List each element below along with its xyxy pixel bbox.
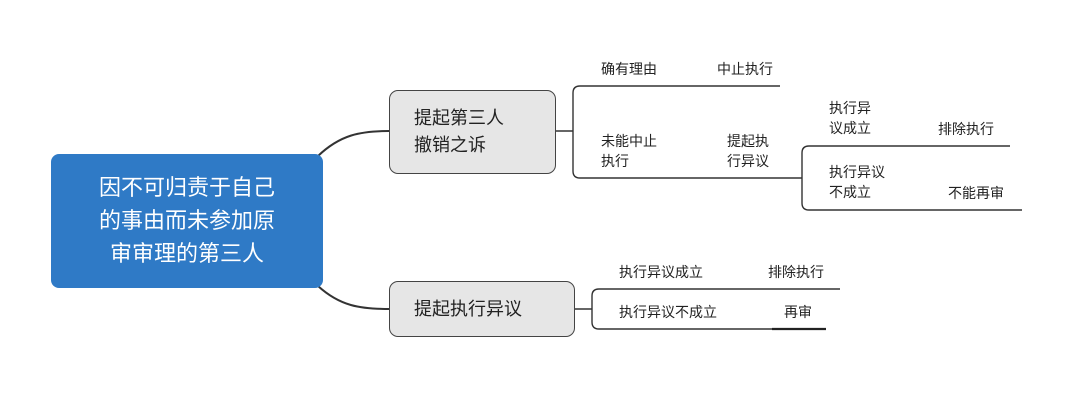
branch2-bracket (575, 288, 607, 330)
branch2-opt2-result: 再审 (784, 305, 812, 321)
branch1-bracket (556, 85, 590, 179)
sub2-result: 不能再审 (948, 186, 1004, 202)
branch1-opt2-action: 提起执 行异议 (727, 134, 769, 170)
branch1-opt2-condition: 未能中止 执行 (601, 134, 657, 170)
root-node: 因不可归责于自己 的事由而未参加原 审审理的第三人 (51, 154, 323, 288)
sub2-condition: 执行异议 不成立 (829, 165, 885, 201)
root-to-branch1-connector (317, 130, 390, 157)
branch1-opt1-result: 中止执行 (717, 62, 773, 78)
sub-bracket (800, 145, 815, 211)
branch1-opt1-condition: 确有理由 (601, 62, 657, 78)
root-to-branch2-connector (317, 285, 390, 310)
sub1-result: 排除执行 (938, 122, 994, 138)
branch-node-third-party-revocation: 提起第三人 撤销之诉 (389, 90, 556, 174)
sub1-condition: 执行异 议成立 (829, 101, 871, 137)
branch2-opt1-result: 排除执行 (768, 265, 824, 281)
branch2-label: 提起执行异议 (414, 298, 522, 320)
root-label: 因不可归责于自己 的事由而未参加原 审审理的第三人 (98, 175, 275, 267)
branch1-label: 提起第三人 撤销之诉 (414, 108, 504, 156)
branch2-opt2-condition: 执行异议不成立 (619, 305, 717, 321)
branch-node-execution-objection: 提起执行异议 (389, 281, 575, 337)
branch2-opt1-condition: 执行异议成立 (619, 265, 703, 281)
